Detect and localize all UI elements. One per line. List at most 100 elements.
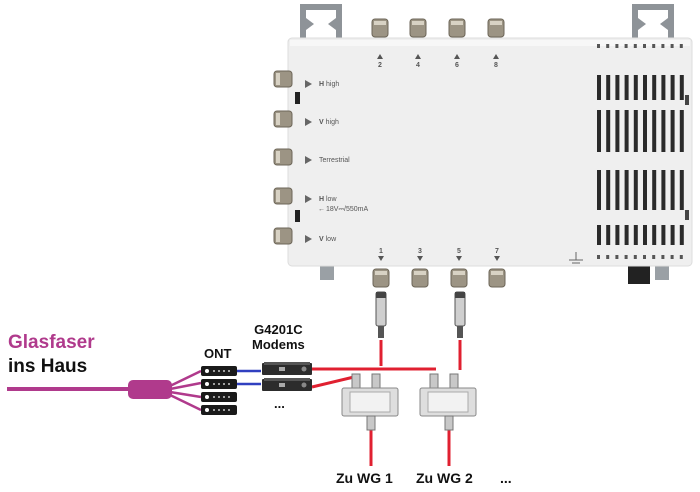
coax-adapter-2: [454, 291, 466, 338]
mount-bracket-left: [300, 4, 342, 40]
multiswitch-body: [287, 37, 693, 267]
vent-slot: [633, 225, 638, 245]
vent-slot: [633, 44, 637, 48]
ont-label: ONT: [204, 346, 232, 361]
input-label: H low: [319, 196, 337, 203]
vent-slot: [661, 225, 666, 245]
port-number: 3: [418, 248, 422, 255]
power-arrow: ←: [318, 206, 325, 213]
vent-slot: [597, 44, 600, 48]
coax-cables: [311, 340, 462, 466]
vent-slot: [652, 44, 656, 48]
vent-slot: [661, 255, 665, 259]
fiber-branch: [169, 393, 202, 412]
modem-device: [262, 362, 312, 375]
vent-slot: [652, 75, 657, 100]
vent-slot: [624, 225, 629, 245]
vent-slot: [643, 255, 646, 259]
input-arrow-icon: [305, 235, 312, 243]
f-connector: [273, 227, 293, 245]
vent-slot: [624, 110, 629, 152]
port-number: 5: [457, 248, 461, 255]
input-arrow-icon: [305, 80, 312, 88]
vent-slot: [679, 170, 684, 210]
vent-slot: [606, 170, 611, 210]
clip-tab: [685, 210, 689, 220]
vent-slot: [597, 110, 601, 152]
vent-slot: [679, 255, 683, 259]
vent-slot: [606, 225, 611, 245]
vent-slot: [679, 44, 683, 48]
more-destinations-ellipsis: ...: [500, 470, 512, 486]
vent-slot: [624, 75, 629, 100]
fiber-title: Glasfaser: [8, 332, 95, 353]
vent-slot: [661, 110, 666, 152]
f-connector: [448, 18, 466, 38]
f-connector: [371, 18, 389, 38]
vent-grille: [597, 44, 684, 259]
input-arrow-icon: [305, 118, 312, 126]
vent-slot: [624, 44, 628, 48]
f-connector: [487, 18, 505, 38]
f-connector: [411, 268, 429, 288]
input-arrow-icon: [305, 156, 312, 164]
modem-type: Modems: [252, 337, 305, 352]
fiber-branch: [169, 390, 202, 399]
vent-slot: [670, 110, 675, 152]
vent-slot: [633, 110, 638, 152]
coax-cable: [311, 375, 355, 389]
vent-slot: [606, 255, 610, 259]
input-label: V low: [319, 236, 337, 243]
fiber-subtitle: ins Haus: [8, 356, 88, 377]
vent-slot: [661, 75, 666, 100]
vent-slot: [597, 225, 601, 245]
fiber-branch: [169, 381, 202, 391]
vent-slot: [606, 75, 611, 100]
port-number: 2: [378, 62, 382, 69]
input-connectors: [273, 70, 293, 245]
fiber-splitter: [128, 380, 172, 399]
input-arrow-icon: [305, 195, 312, 203]
vent-slot: [643, 75, 647, 100]
output-arrow-icon: [377, 54, 383, 59]
ont-stack: [201, 366, 237, 415]
bottom-output-connectors: [372, 268, 506, 288]
vent-slot: [633, 170, 638, 210]
vent-slot: [606, 110, 611, 152]
vent-slot: [670, 225, 675, 245]
output-arrow-icon: [417, 256, 423, 261]
vent-slot: [615, 255, 619, 259]
clip-tab: [295, 210, 300, 222]
vent-slot: [643, 110, 647, 152]
vent-slot: [670, 75, 675, 100]
vent-slot: [643, 44, 646, 48]
destination-wg-1: Zu WG 1: [336, 470, 393, 486]
clip-tab: [685, 95, 689, 105]
output-arrow-icon: [494, 256, 500, 261]
splitter-1: [341, 373, 399, 431]
vent-slot: [652, 170, 657, 210]
top-output-connectors: [371, 18, 505, 38]
mount-bracket-right: [632, 4, 674, 40]
port-number: 6: [455, 62, 459, 69]
modem-label: G4201C Modems: [252, 322, 305, 352]
vent-slot: [670, 255, 674, 259]
input-label: Terrestrial: [319, 157, 350, 164]
vent-slot: [615, 110, 620, 152]
vent-slot: [606, 44, 610, 48]
vent-slot: [597, 255, 600, 259]
vent-slot: [615, 44, 619, 48]
f-connector: [488, 268, 506, 288]
ont-device: [201, 405, 237, 415]
vent-slot: [624, 255, 628, 259]
ont-device: [201, 366, 237, 376]
vent-slot: [643, 225, 647, 245]
ground-icon: [569, 252, 583, 264]
vent-slot: [615, 170, 620, 210]
destination-wg-2: Zu WG 2: [416, 470, 473, 486]
modem-device: [262, 378, 312, 391]
f-connector: [450, 268, 468, 288]
